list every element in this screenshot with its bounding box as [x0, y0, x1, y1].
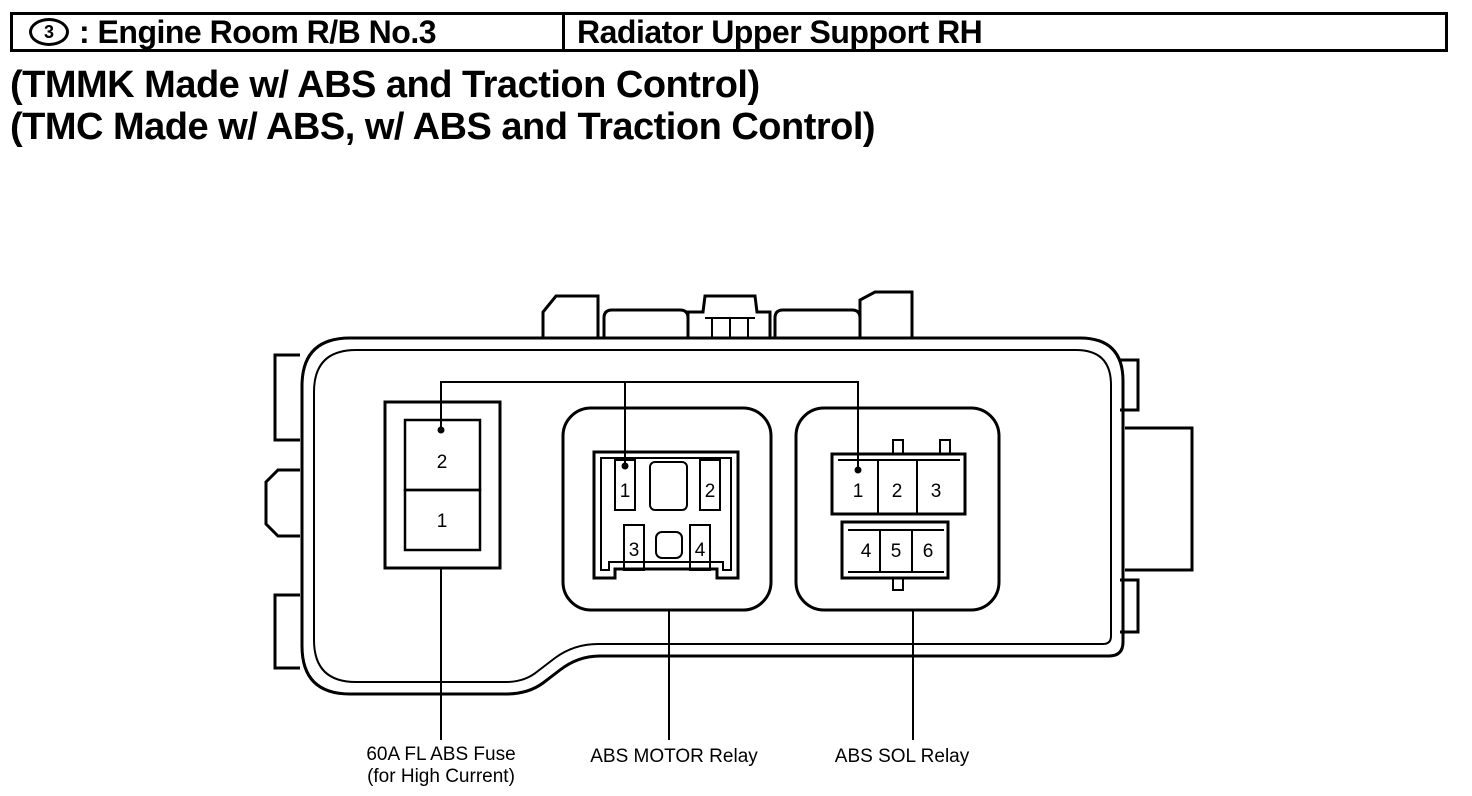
- fuse-terminal-2-dot: [437, 426, 445, 434]
- sol-terminal-5-label: 5: [891, 541, 902, 562]
- fuse-terminal-2-label: 2: [437, 452, 448, 473]
- subtitle-tmmk: (TMMK Made w/ ABS and Traction Control): [10, 64, 760, 106]
- sol-relay-frame: [794, 406, 1001, 612]
- top-connector-left: [541, 294, 600, 338]
- sol-terminal-6-label: 6: [923, 541, 934, 562]
- motor-terminal-3-label: 3: [629, 540, 640, 561]
- sol-terminal-3-label: 3: [931, 481, 942, 502]
- motor-terminal-1-label: 1: [620, 481, 631, 502]
- left-tab-middle: [264, 468, 300, 538]
- fuse-label-note: (for High Current): [367, 766, 515, 787]
- top-connector-center: [686, 294, 772, 338]
- wire-link: [440, 381, 859, 470]
- mounting-position: Radiator Upper Support RH: [577, 13, 983, 50]
- right-tab-bottom: [1120, 578, 1140, 634]
- sol-relay-key-top-right: [939, 439, 951, 455]
- connector-number-badge: 3: [29, 18, 69, 46]
- top-connector-right: [858, 290, 914, 338]
- header-bar: 3 : Engine Room R/B No.3 Radiator Upper …: [10, 12, 1448, 52]
- sol-terminal-1-dot: [854, 466, 862, 474]
- sol-relay-key-top-left: [892, 439, 904, 455]
- header-position-cell: Radiator Upper Support RH: [565, 13, 983, 51]
- motor-relay-frame: [561, 406, 773, 612]
- sol-relay-connector-upper: [830, 452, 967, 516]
- left-tab-bottom: [273, 593, 300, 670]
- top-tab-right: [773, 308, 862, 338]
- motor-terminal-4-label: 4: [695, 540, 706, 561]
- motor-terminal-4-box: [689, 524, 711, 571]
- motor-center-hole: [655, 531, 683, 559]
- sol-relay-label: ABS SOL Relay: [835, 746, 970, 767]
- header-location-cell: 3 : Engine Room R/B No.3: [13, 13, 565, 50]
- motor-relay-label: ABS MOTOR Relay: [590, 746, 758, 767]
- sol-terminal-2-label: 2: [892, 481, 903, 502]
- fuse-label: 60A FL ABS Fuse: [366, 744, 515, 765]
- motor-terminal-1-dot: [621, 462, 629, 470]
- motor-terminal-2-box: [699, 459, 721, 511]
- right-tab-top: [1120, 358, 1140, 412]
- motor-relay-connector: [592, 450, 740, 580]
- motor-center-block: [649, 461, 688, 511]
- fuse-housing: [383, 400, 502, 570]
- top-tab-left: [602, 308, 690, 338]
- sol-terminal-4-label: 4: [861, 541, 872, 562]
- sol-terminal-1-label: 1: [853, 481, 864, 502]
- motor-terminal-3-box: [623, 524, 645, 571]
- motor-terminal-2-label: 2: [705, 481, 716, 502]
- housing-inner: [313, 349, 1112, 683]
- sol-relay-key-bottom: [892, 577, 904, 591]
- left-tab-top: [273, 353, 300, 442]
- relay-block-name: : Engine Room R/B No.3: [79, 13, 437, 50]
- fuse-terminal-1-label: 1: [437, 511, 448, 532]
- sol-relay-connector-lower: [840, 520, 950, 580]
- subtitle-tmc: (TMC Made w/ ABS, w/ ABS and Traction Co…: [10, 106, 876, 148]
- right-connector: [1125, 426, 1194, 572]
- housing-outer: [300, 336, 1125, 696]
- fuse-terminal-1-box: [403, 488, 482, 552]
